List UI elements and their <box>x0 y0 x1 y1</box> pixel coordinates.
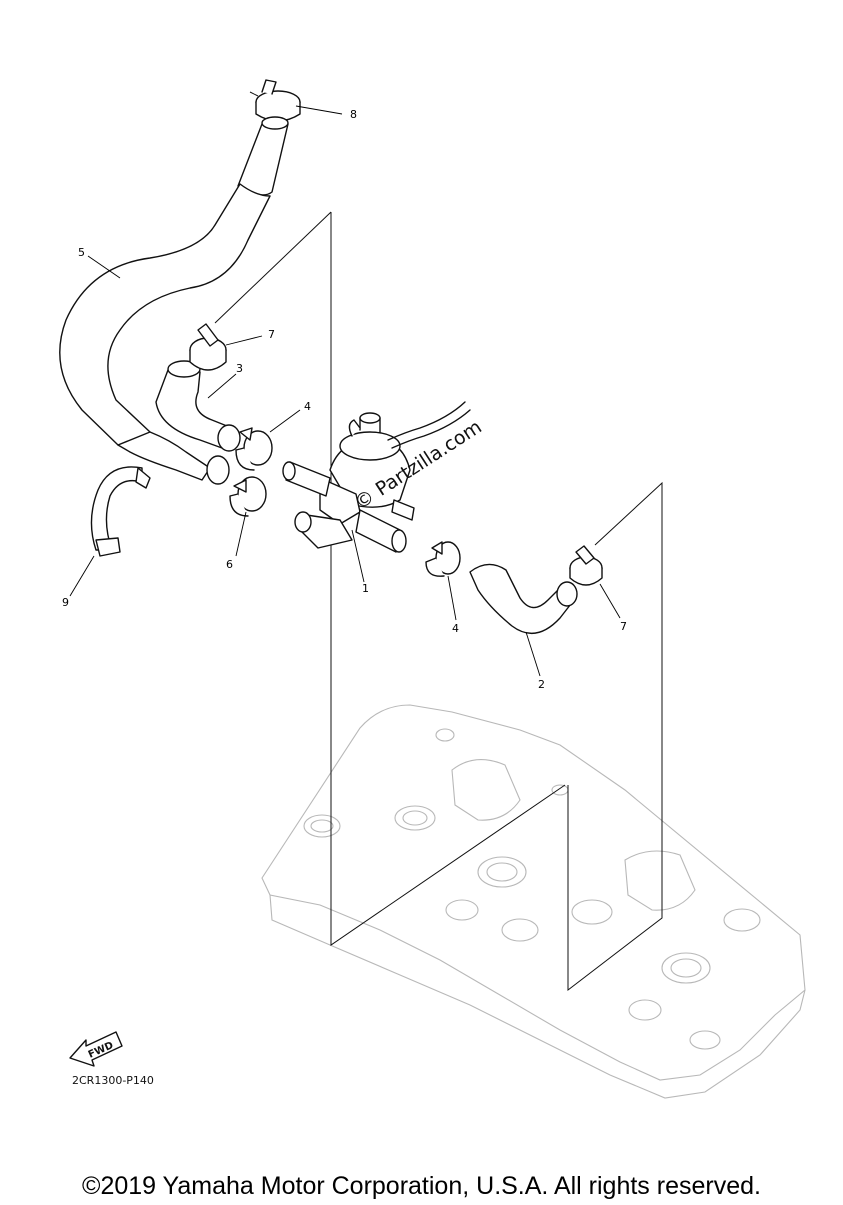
hose-2[interactable] <box>469 563 578 635</box>
leader-lines <box>69 105 621 677</box>
cylinder-head-outline <box>261 704 806 1099</box>
hose-3[interactable] <box>155 360 241 452</box>
callout-2: 2 <box>538 678 545 691</box>
callout-1: 1 <box>362 582 369 595</box>
callout-7b: 7 <box>620 620 627 633</box>
callout-9: 9 <box>62 596 69 609</box>
hose-clamp-8[interactable] <box>249 79 301 122</box>
fwd-arrow-icon: FWD <box>69 1031 123 1067</box>
callout-7a: 7 <box>268 328 275 341</box>
callout-6: 6 <box>226 558 233 571</box>
callout-4a: 4 <box>304 400 311 413</box>
hose-clamp-6[interactable] <box>229 476 267 517</box>
air-cut-valve-1[interactable] <box>282 401 471 553</box>
hose-clamp-7a[interactable] <box>189 323 227 371</box>
hose-clamp-4a[interactable] <box>235 427 273 471</box>
callout-8: 8 <box>350 108 357 121</box>
hose-clamp-7b[interactable] <box>569 545 603 586</box>
reference-lines <box>214 211 663 992</box>
bracket-9[interactable] <box>90 466 151 557</box>
copyright-notice: ©2019 Yamaha Motor Corporation, U.S.A. A… <box>82 1172 761 1200</box>
callout-5: 5 <box>78 246 85 259</box>
callout-numbers: 8 5 7 3 4 6 9 1 4 7 2 <box>62 108 627 691</box>
hose-clamp-4b[interactable] <box>425 541 461 577</box>
callout-3: 3 <box>236 362 243 375</box>
diagram-code: 2CR1300-P140 <box>72 1074 154 1087</box>
hose-5[interactable] <box>59 116 289 485</box>
callout-4b: 4 <box>452 622 459 635</box>
